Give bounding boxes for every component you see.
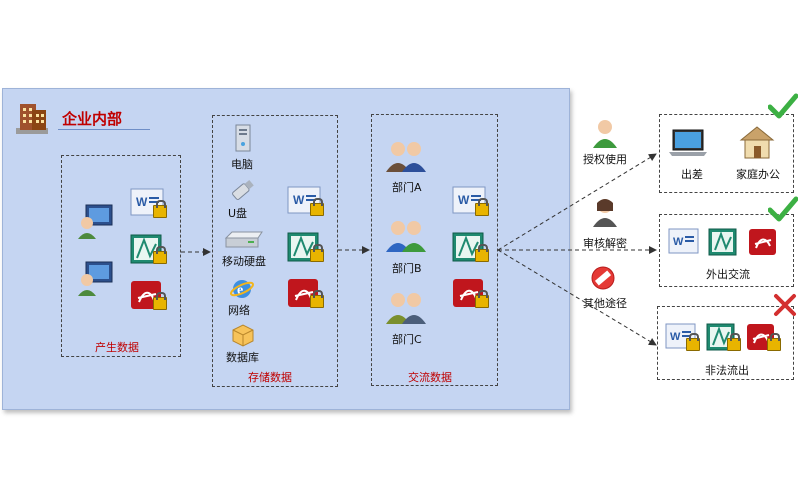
title-underline (58, 129, 150, 130)
pdf-doc-icon (748, 228, 778, 260)
lock-icon (727, 333, 741, 351)
produce-group (61, 155, 181, 357)
svg-text:W: W (673, 236, 684, 248)
word-doc-icon: W (668, 228, 700, 258)
exchange-group (371, 114, 498, 386)
storage-item-usb: U盘 (228, 207, 248, 220)
no-entry-icon (590, 265, 616, 295)
pc-tower-icon (233, 124, 253, 156)
person-icon (592, 197, 618, 231)
chart-doc-icon (708, 228, 738, 260)
house-icon (738, 124, 776, 164)
storage-item-pc: 电脑 (231, 158, 253, 171)
lock-icon (475, 290, 489, 308)
produce-label: 产生数据 (95, 341, 139, 354)
building-icon (14, 98, 50, 140)
usb-drive-icon (228, 178, 256, 206)
dest-external: 外出交流 (706, 268, 750, 281)
route-authorized: 授权使用 (583, 153, 627, 166)
computer-user-icon (76, 260, 114, 300)
exchange-label: 交流数据 (408, 371, 452, 384)
svg-text:e: e (237, 283, 243, 298)
route-decrypt: 审核解密 (583, 237, 627, 250)
lock-icon (475, 198, 489, 216)
lock-icon (153, 246, 167, 264)
lock-icon (310, 198, 324, 216)
people-icon (384, 288, 428, 330)
lock-icon (153, 292, 167, 310)
lock-icon (153, 200, 167, 218)
svg-text:W: W (293, 193, 305, 207)
database-icon (230, 322, 256, 352)
department-a: 部门A (392, 181, 422, 194)
svg-text:W: W (136, 195, 148, 209)
check-icon (767, 93, 799, 123)
dest-illegal: 非法流出 (705, 364, 749, 377)
lock-icon (686, 333, 700, 351)
hard-drive-icon (224, 230, 264, 254)
route-other: 其他途径 (583, 297, 627, 310)
department-c: 部门C (392, 333, 422, 346)
person-icon (592, 118, 618, 152)
people-icon (384, 216, 428, 258)
storage-item-database: 数据库 (226, 351, 259, 364)
ie-globe-icon: e (229, 277, 255, 305)
dest-trip: 出差 (681, 168, 703, 181)
check-icon (767, 196, 799, 226)
lock-icon (310, 290, 324, 308)
storage-item-hdd: 移动硬盘 (222, 255, 266, 268)
laptop-icon (668, 128, 708, 162)
computer-user-icon (76, 203, 114, 243)
storage-group (212, 115, 338, 387)
cross-icon (772, 292, 798, 322)
svg-text:W: W (458, 193, 470, 207)
people-icon (384, 138, 428, 178)
page-title: 企业内部 (62, 110, 123, 128)
department-b: 部门B (392, 262, 422, 275)
storage-label: 存储数据 (248, 371, 292, 384)
storage-item-network: 网络 (228, 304, 250, 317)
dest-home: 家庭办公 (736, 168, 780, 181)
lock-icon (475, 244, 489, 262)
lock-icon (767, 333, 781, 351)
lock-icon (310, 244, 324, 262)
svg-text:W: W (670, 331, 681, 343)
